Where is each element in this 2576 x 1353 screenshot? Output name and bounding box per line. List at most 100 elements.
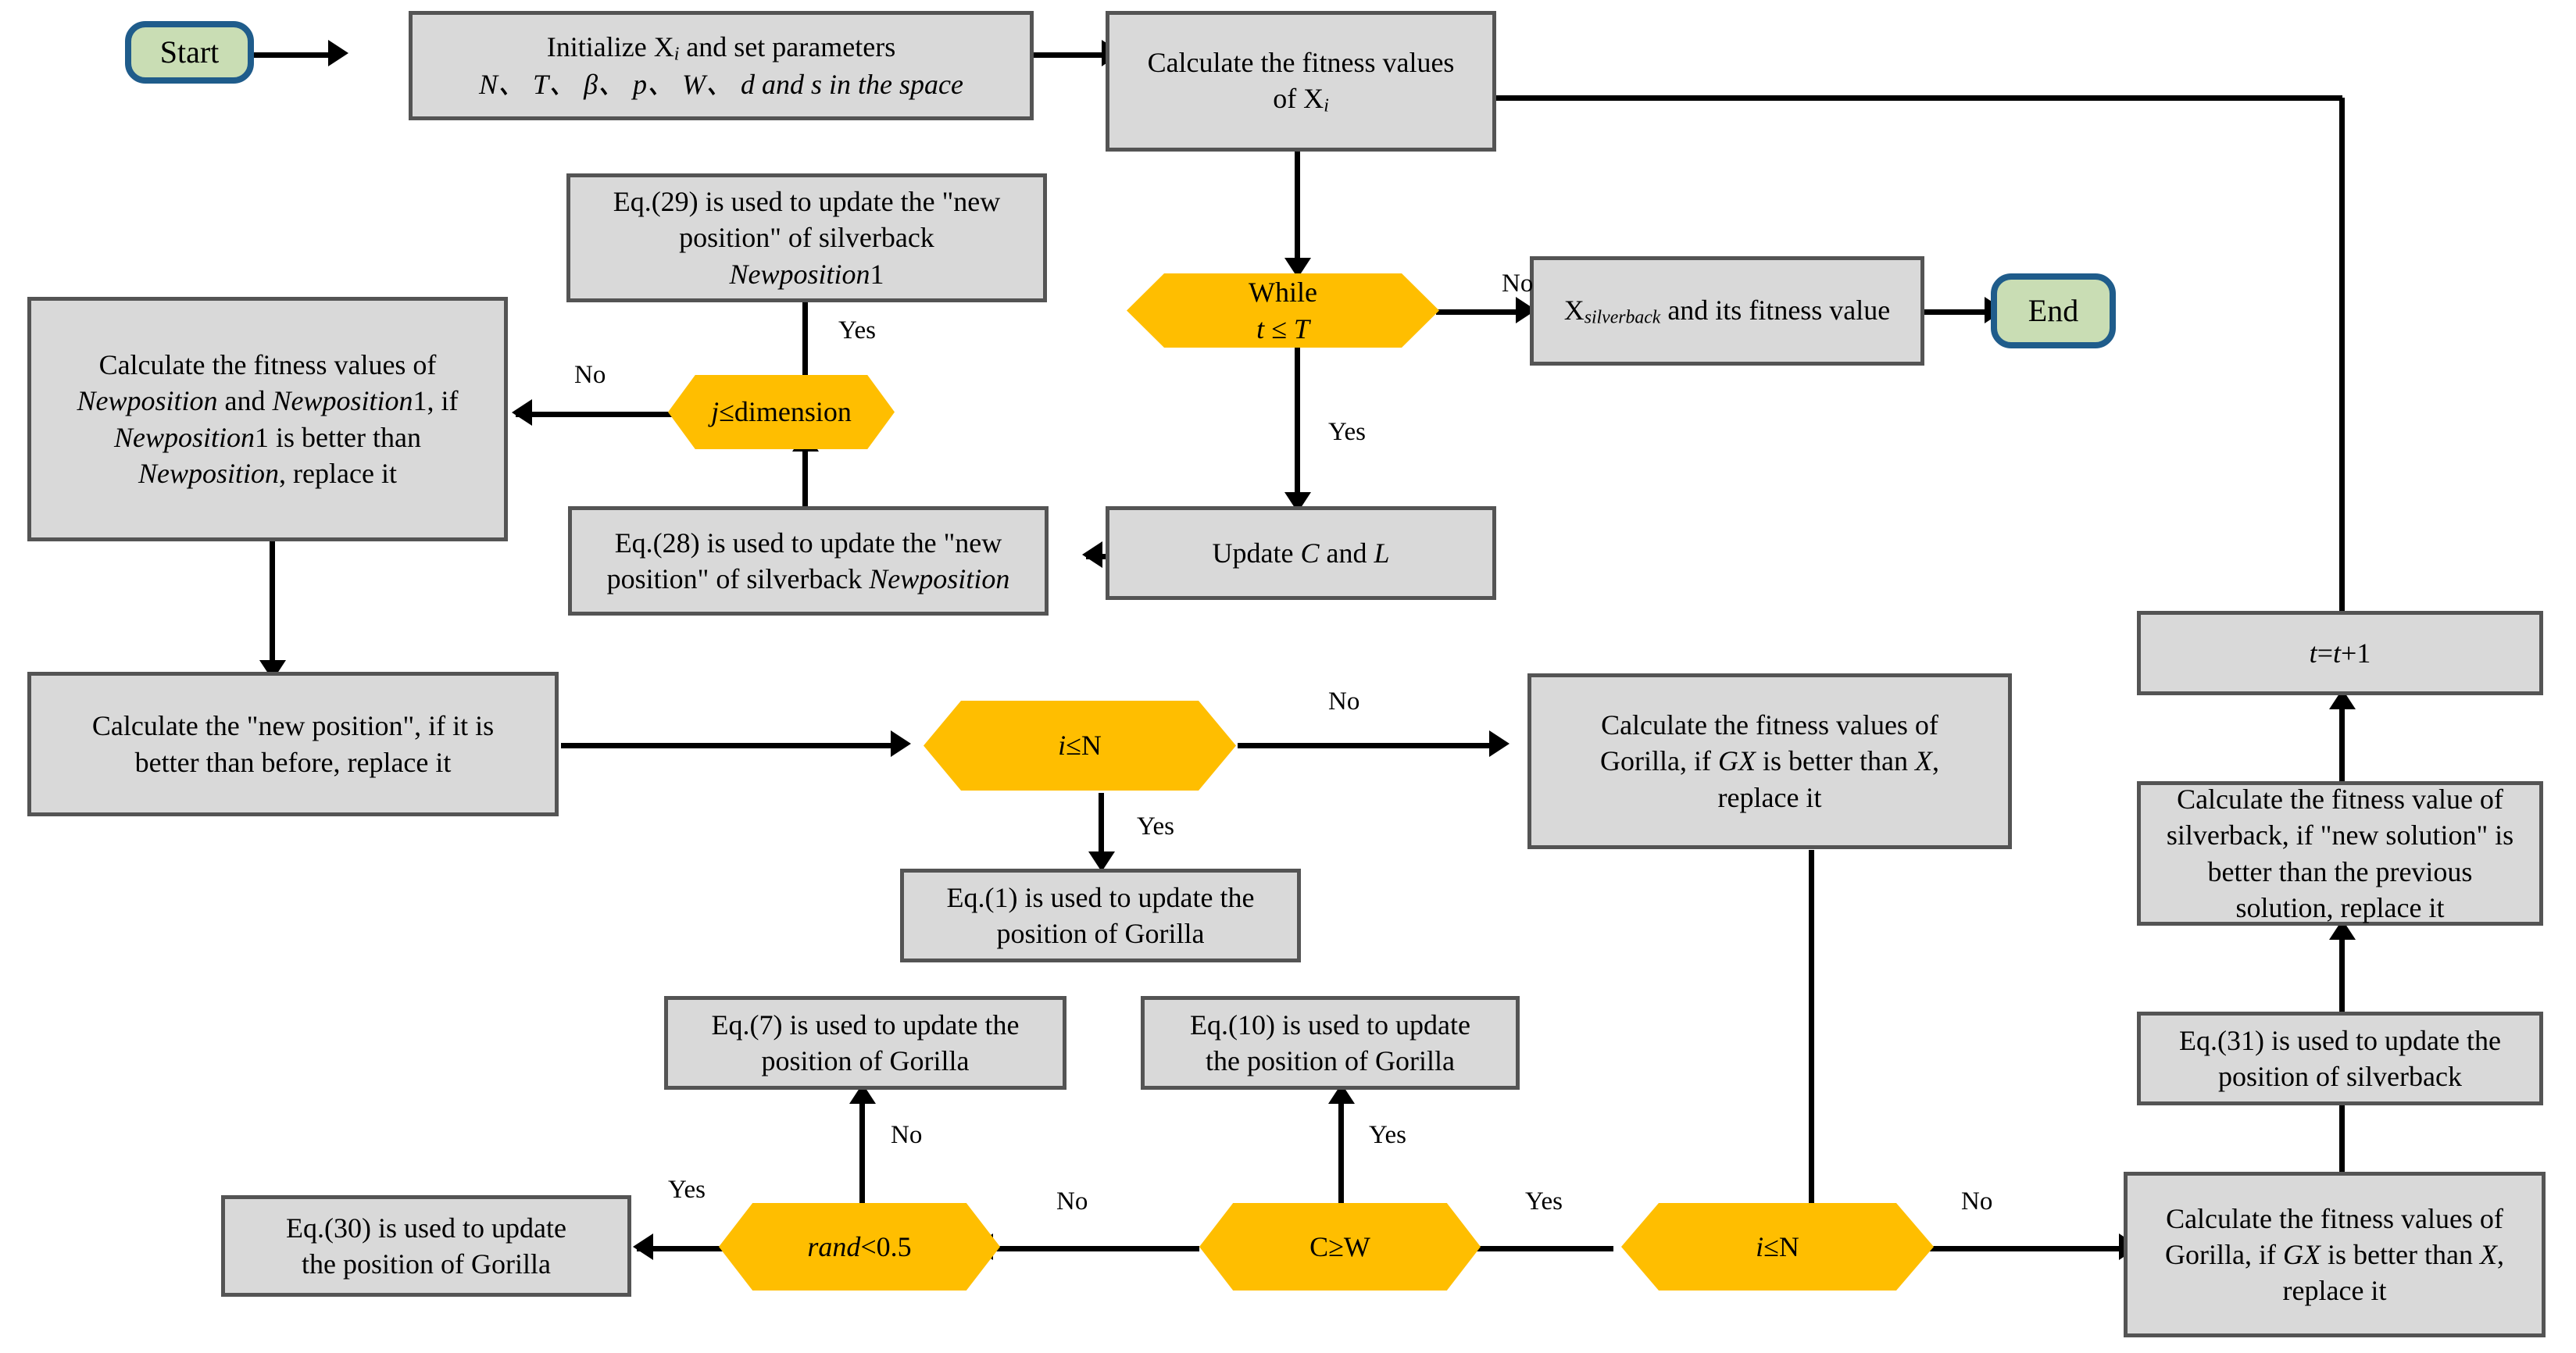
- edge-label-iN-mid-no: No: [1328, 687, 1360, 716]
- node-j-dimension-text: j≤dimension: [700, 394, 863, 430]
- eq28-line2-it: Newposition: [869, 563, 1010, 594]
- edge-label-cw-yes: Yes: [1369, 1121, 1407, 1149]
- ggb-line3: replace it: [2282, 1275, 2387, 1307]
- cn-line2-b: and: [217, 385, 273, 417]
- node-calc-fitness-xi[interactable]: Calculate the fitness values of Xi: [1106, 11, 1496, 152]
- node-calc-silverback-fitness[interactable]: Calculate the fitness value of silverbac…: [2137, 781, 2543, 926]
- node-calc-new-position-replace[interactable]: Calculate the "new position", if it is b…: [27, 672, 559, 816]
- node-i-n-bottom-decision[interactable]: i≤N: [1621, 1203, 1934, 1291]
- cn-line4-b: , replace it: [279, 457, 397, 489]
- t-b: =: [2317, 637, 2333, 669]
- silverback-head: X: [1563, 295, 1585, 327]
- cn-line1: Calculate the fitness values of: [98, 349, 437, 381]
- node-eq7-text: Eq.(7) is used to update the position of…: [701, 1007, 1031, 1079]
- node-c-ge-w-label: C≥W: [1309, 1230, 1370, 1262]
- eq29-line3-it: Newposition: [729, 258, 870, 290]
- node-eq1[interactable]: Eq.(1) is used to update the position of…: [900, 869, 1301, 962]
- eq1-line1: Eq.(1) is used to update the: [946, 881, 1255, 913]
- cn-line3-a: Newposition: [114, 421, 255, 453]
- eq29-line3-tail: 1: [870, 258, 884, 290]
- connector-rand-no-to-eq7: [859, 1090, 865, 1211]
- eq30-line1: Eq.(30) is used to update: [286, 1212, 566, 1244]
- inb-it: i: [1756, 1230, 1764, 1262]
- init-line2: N、 T、 β、 p、 W、 d and s in the space: [479, 68, 963, 100]
- node-eq30[interactable]: Eq.(30) is used to update the position o…: [221, 1195, 631, 1297]
- ggb-line1: Calculate the fitness values of: [2166, 1202, 2503, 1234]
- node-silverback-output[interactable]: Xsilverback and its fitness value: [1530, 256, 1924, 366]
- edge-label-iN-bottom-no: No: [1961, 1187, 1993, 1216]
- connector-gorilla-to-iN-bottom: [1809, 850, 1814, 1217]
- node-initialize[interactable]: Initialize Xi and set parameters N、 T、 β…: [409, 11, 1034, 120]
- node-update-c-l[interactable]: Update C and L: [1106, 506, 1496, 600]
- node-eq7[interactable]: Eq.(7) is used to update the position of…: [664, 996, 1066, 1090]
- eq29-line1: Eq.(29) is used to update the "new: [613, 186, 1001, 218]
- arrowhead: [891, 730, 911, 757]
- inmid-rest: ≤N: [1066, 730, 1102, 762]
- node-c-ge-w-decision[interactable]: C≥W: [1199, 1203, 1481, 1291]
- ggt-line2-gx: GX: [1718, 745, 1756, 777]
- ggb-line2-a: Gorilla, if: [2165, 1238, 2283, 1270]
- node-i-n-middle-decision[interactable]: i≤N: [924, 701, 1236, 791]
- while-line2: t ≤ T: [1256, 312, 1309, 344]
- fitness-line2-sub: i: [1324, 95, 1329, 116]
- cn-line2-d: 1, if: [413, 385, 459, 417]
- node-eq10-text: Eq.(10) is used to update the position o…: [1179, 1007, 1481, 1079]
- node-eq28[interactable]: Eq.(28) is used to update the "new posit…: [568, 506, 1049, 616]
- connector-jdim-yes-to-eq29: [802, 264, 808, 375]
- connector-rand-yes-to-eq30: [637, 1246, 750, 1251]
- eq10-line1: Eq.(10) is used to update: [1190, 1009, 1470, 1041]
- connector-newposition-to-iN: [561, 743, 897, 748]
- connector-jdim-no: [516, 412, 695, 417]
- node-start[interactable]: Start: [125, 21, 254, 84]
- rand-rest: <0.5: [860, 1230, 912, 1262]
- ggt-line2-a: Gorilla, if: [1600, 745, 1718, 777]
- connector-gorillabottom-to-eq31: [2339, 1086, 2345, 1172]
- ggt-line3: replace it: [1717, 781, 1822, 813]
- node-calc-new-position-replace-text: Calculate the "new position", if it is b…: [81, 708, 505, 780]
- node-rand-decision[interactable]: rand<0.5: [719, 1203, 1000, 1291]
- arrowhead: [1489, 730, 1510, 757]
- node-i-n-bottom-text: i≤N: [1745, 1229, 1810, 1265]
- t-d: +1: [2341, 637, 2371, 669]
- t-c: t: [2333, 637, 2342, 669]
- jdim-rest: ≤dimension: [719, 396, 852, 428]
- node-while-decision[interactable]: While t ≤ T: [1127, 273, 1439, 348]
- jdim-it: j: [711, 396, 720, 428]
- node-calc-fitness-xi-text: Calculate the fitness values of Xi: [1137, 45, 1466, 118]
- node-gorilla-gx-bottom[interactable]: Calculate the fitness values of Gorilla,…: [2124, 1172, 2546, 1337]
- node-j-dimension-decision[interactable]: j≤dimension: [668, 375, 895, 449]
- node-t-increment-text: t=t+1: [2299, 635, 2382, 671]
- node-calc-newposition[interactable]: Calculate the fitness values of Newposit…: [27, 297, 508, 541]
- arrowhead: [1082, 541, 1102, 568]
- init-line1-tail: and set parameters: [679, 31, 896, 63]
- connector-while-yes: [1295, 344, 1300, 506]
- csf-line3: better than the previous: [2207, 855, 2473, 887]
- ggt-line2-c: ,: [1931, 745, 1939, 777]
- ggb-line2-c: ,: [2496, 1238, 2504, 1270]
- csf-line2: silverback, if "new solution" is: [2166, 819, 2514, 851]
- silverback-tail: and its fitness value: [1660, 295, 1891, 327]
- connector-iN-yes-to-eq1: [1099, 793, 1104, 866]
- node-t-increment[interactable]: t=t+1: [2137, 611, 2543, 695]
- ggt-line2-b: is better than: [1756, 745, 1915, 777]
- node-eq29[interactable]: Eq.(29) is used to update the "new posit…: [566, 173, 1047, 302]
- csf-line4: solution, replace it: [2235, 891, 2445, 923]
- node-initialize-text: Initialize Xi and set parameters N、 T、 β…: [468, 29, 974, 102]
- node-eq10[interactable]: Eq.(10) is used to update the position o…: [1141, 996, 1520, 1090]
- cl-l: L: [1374, 537, 1390, 569]
- connector-init-to-fitness: [1033, 52, 1107, 58]
- edge-label-rand-yes: Yes: [668, 1176, 706, 1204]
- connector-cw-no: [977, 1246, 1199, 1251]
- arrowhead: [1088, 851, 1115, 872]
- connector-fitness-to-while: [1295, 150, 1300, 275]
- edge-label-jdim-no: No: [574, 361, 606, 389]
- eq7-line1: Eq.(7) is used to update the: [711, 1009, 1020, 1041]
- fitness-line1: Calculate the fitness values: [1147, 47, 1455, 79]
- connector-silverback-to-end: [1924, 309, 1992, 315]
- node-gorilla-gx-top[interactable]: Calculate the fitness values of Gorilla,…: [1527, 673, 2012, 849]
- node-eq31[interactable]: Eq.(31) is used to update the position o…: [2137, 1012, 2543, 1105]
- arrowhead: [328, 40, 348, 66]
- t-a: t: [2309, 637, 2317, 669]
- node-end[interactable]: End: [1991, 273, 2116, 348]
